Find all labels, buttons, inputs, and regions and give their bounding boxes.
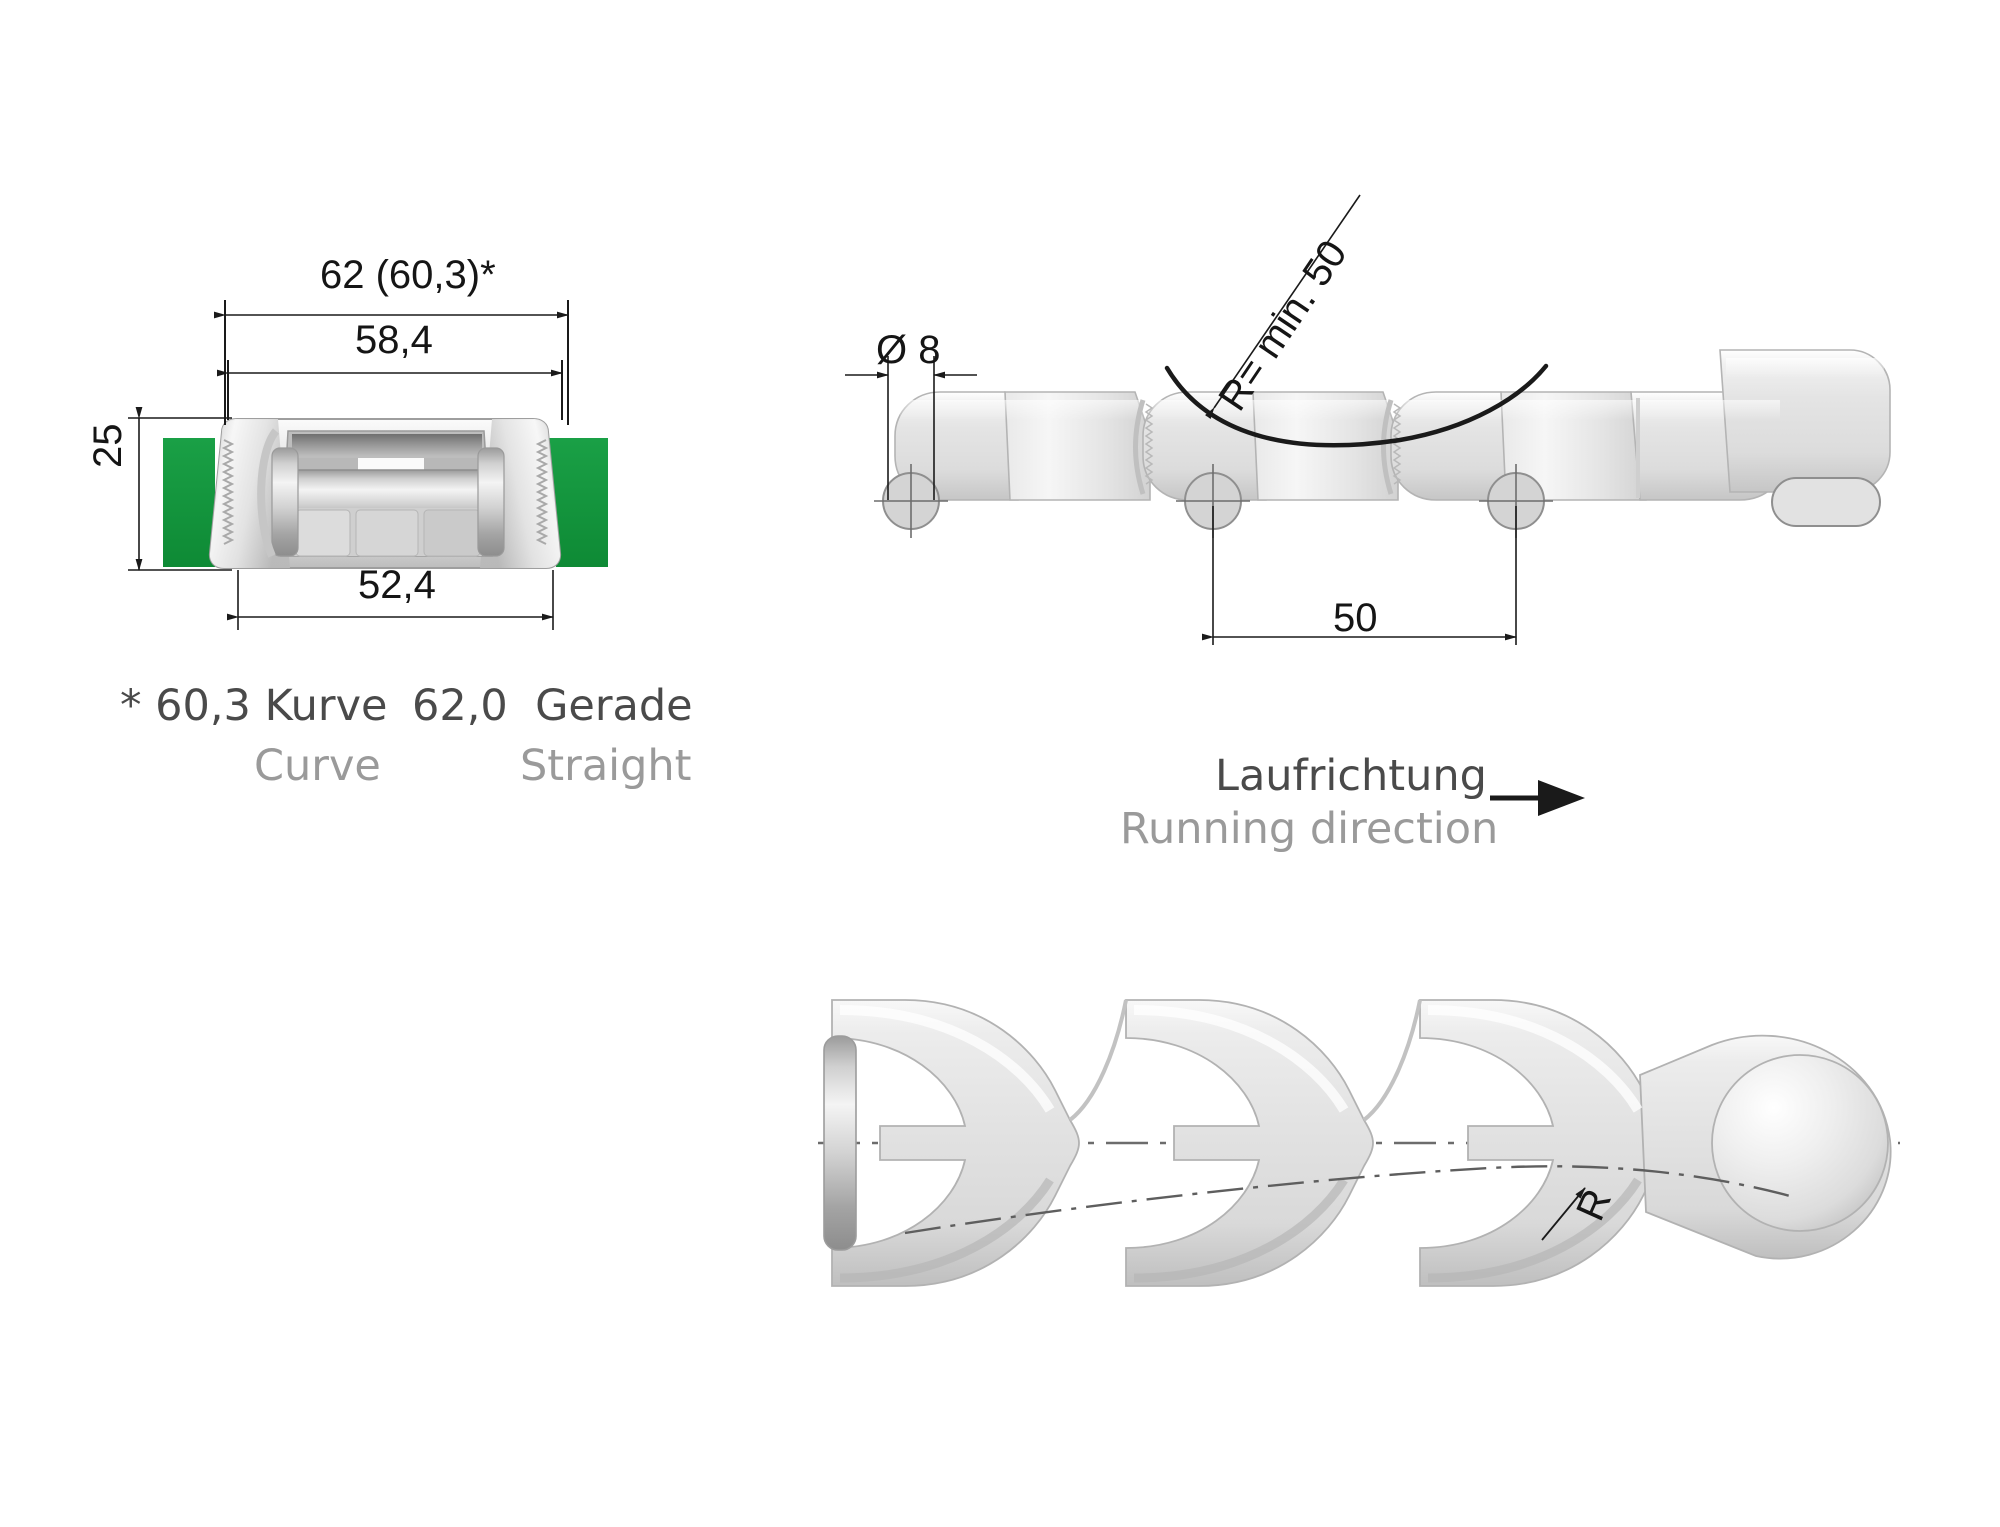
top-view	[818, 999, 1900, 1287]
tail-ball	[1711, 1054, 1889, 1232]
legend-curve-en: Curve	[254, 741, 381, 791]
side-view-body	[894, 349, 1891, 501]
pin-hole	[1479, 464, 1553, 538]
dim-height-label: 25	[86, 423, 130, 469]
running-direction-de: Laufrichtung	[1215, 751, 1487, 801]
dim-inner-label: 58,4	[355, 318, 433, 362]
green-rails	[163, 438, 608, 567]
legend-straight-de: 62,0 Gerade	[412, 681, 693, 731]
running-direction-arrow	[1490, 780, 1585, 816]
dim-diameter-label: Ø 8	[876, 328, 941, 372]
top-view-links	[823, 999, 1892, 1287]
dim-bottom-52-4	[227, 570, 554, 630]
dim-pitch-50	[1202, 506, 1517, 645]
side-view	[845, 194, 1891, 645]
top-view-pin	[823, 1035, 857, 1251]
legend-straight-en: Straight	[520, 741, 692, 791]
cross-section-body	[208, 418, 562, 569]
dim-inner-58-4	[217, 360, 563, 420]
running-direction-en: Running direction	[1120, 804, 1499, 854]
dim-overall-62	[214, 300, 569, 425]
pin-hole	[874, 464, 948, 538]
dim-bottom-label: 52,4	[358, 563, 436, 607]
radius-arc	[1164, 194, 1549, 448]
legend-curve-de: * 60,3 Kurve	[120, 681, 388, 731]
pin-holes	[874, 464, 1881, 538]
dim-pitch-label: 50	[1333, 596, 1378, 640]
dim-overall-label: 62 (60,3)*	[320, 253, 496, 297]
dim-height-25	[128, 407, 232, 571]
cross-section-view	[128, 300, 608, 630]
dim-diameter-8	[845, 356, 977, 500]
radius-curve	[904, 1165, 1791, 1241]
tail-slot	[1771, 477, 1881, 527]
